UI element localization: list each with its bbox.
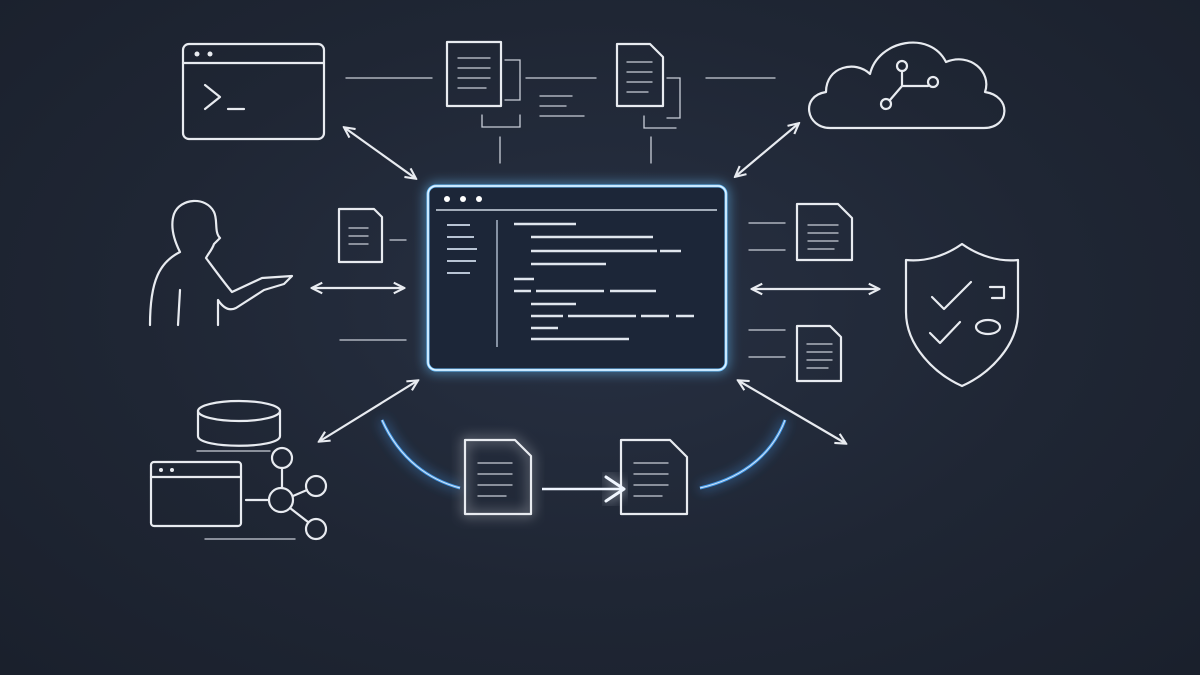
person-presenting-icon (148, 199, 294, 327)
document-icon (748, 324, 843, 383)
code-editor-window-icon (426, 184, 728, 372)
terminal-window-icon (181, 42, 326, 141)
document-icon (337, 207, 407, 264)
document-transfer-icon (380, 419, 787, 516)
document-icon (615, 42, 776, 164)
document-icon (345, 40, 597, 164)
shield-check-icon (904, 242, 1020, 388)
cloud-git-icon (808, 41, 1006, 130)
database-network-icon (149, 399, 328, 541)
document-icon (748, 202, 854, 262)
